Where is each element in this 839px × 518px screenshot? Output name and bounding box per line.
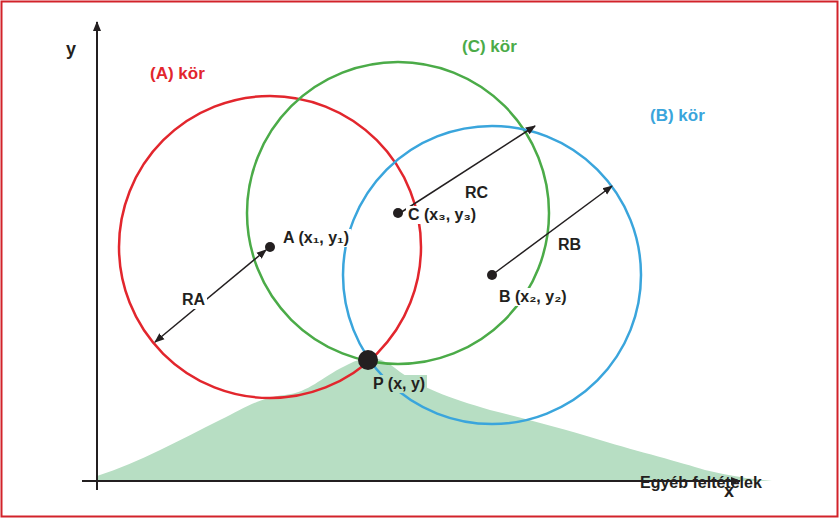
circle-title: (C) kör xyxy=(462,38,517,56)
y-axis xyxy=(96,22,98,490)
radius-arrow xyxy=(492,186,612,275)
radius-arrow xyxy=(155,250,266,342)
circle-title: (A) kör xyxy=(150,65,205,83)
terrain-hill xyxy=(97,358,772,481)
point-p xyxy=(358,350,378,370)
circle-outline xyxy=(118,95,422,399)
radius-label: RA xyxy=(180,291,207,309)
radius-label: RB xyxy=(556,236,583,254)
terrain-label: Egyéb feltételek xyxy=(640,474,762,492)
circle-outline xyxy=(246,61,550,365)
range-circle: (C) körC (x₃, y₃) xyxy=(246,61,550,365)
center-label: B (x₂, y₂) xyxy=(497,288,569,306)
range-circle: (A) körA (x₁, y₁) xyxy=(118,95,422,399)
point-label: P (x, y) xyxy=(371,375,427,393)
center-label: A (x₁, y₁) xyxy=(281,229,351,247)
radius-arrow xyxy=(400,126,535,213)
axis-label: y xyxy=(66,40,76,58)
radius-label: RC xyxy=(463,184,490,202)
circle-title: (B) kör xyxy=(650,107,705,125)
center-label: C (x₃, y₃) xyxy=(406,206,478,224)
